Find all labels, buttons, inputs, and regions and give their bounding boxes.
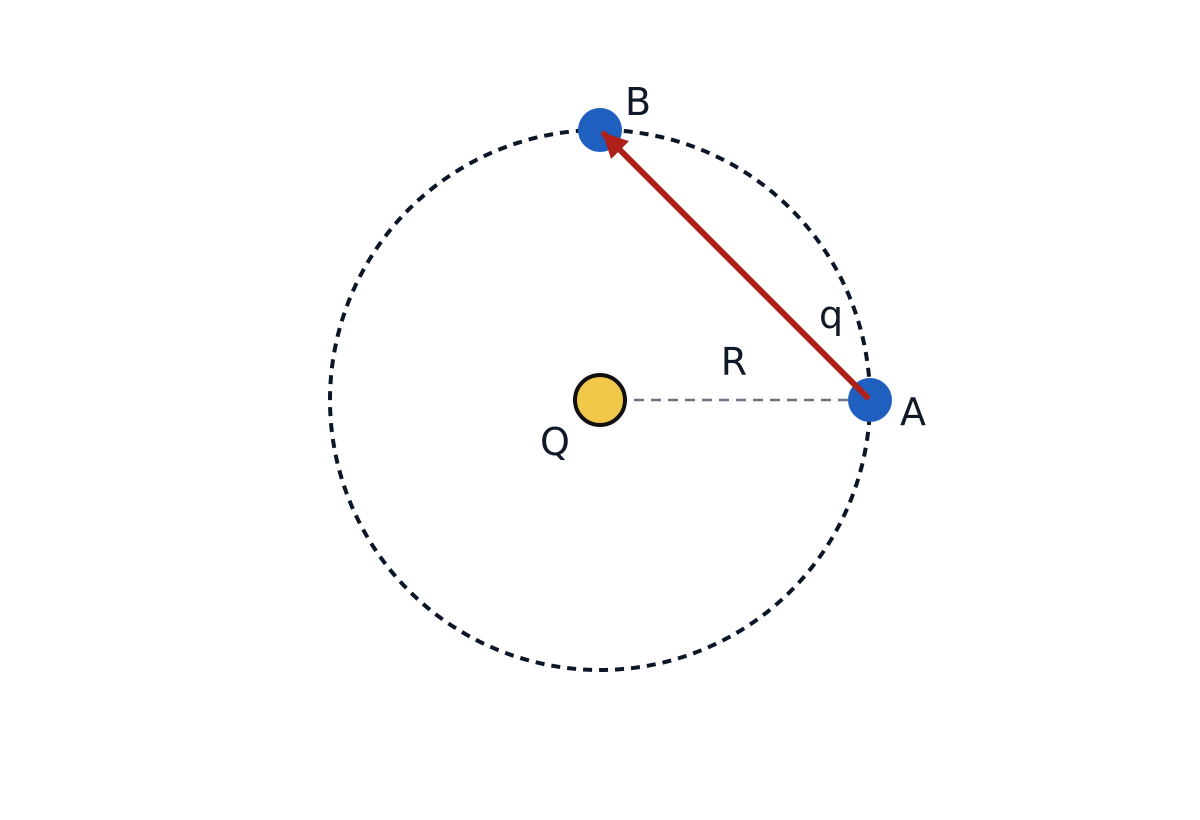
source-charge-q: [573, 373, 627, 427]
label-q-test-charge: q: [819, 293, 843, 337]
label-point-b: B: [625, 80, 651, 124]
label-radius: R: [721, 340, 747, 384]
label-source-charge: Q: [540, 420, 570, 464]
displacement-arrow: [601, 131, 870, 400]
label-point-a: A: [900, 390, 926, 434]
